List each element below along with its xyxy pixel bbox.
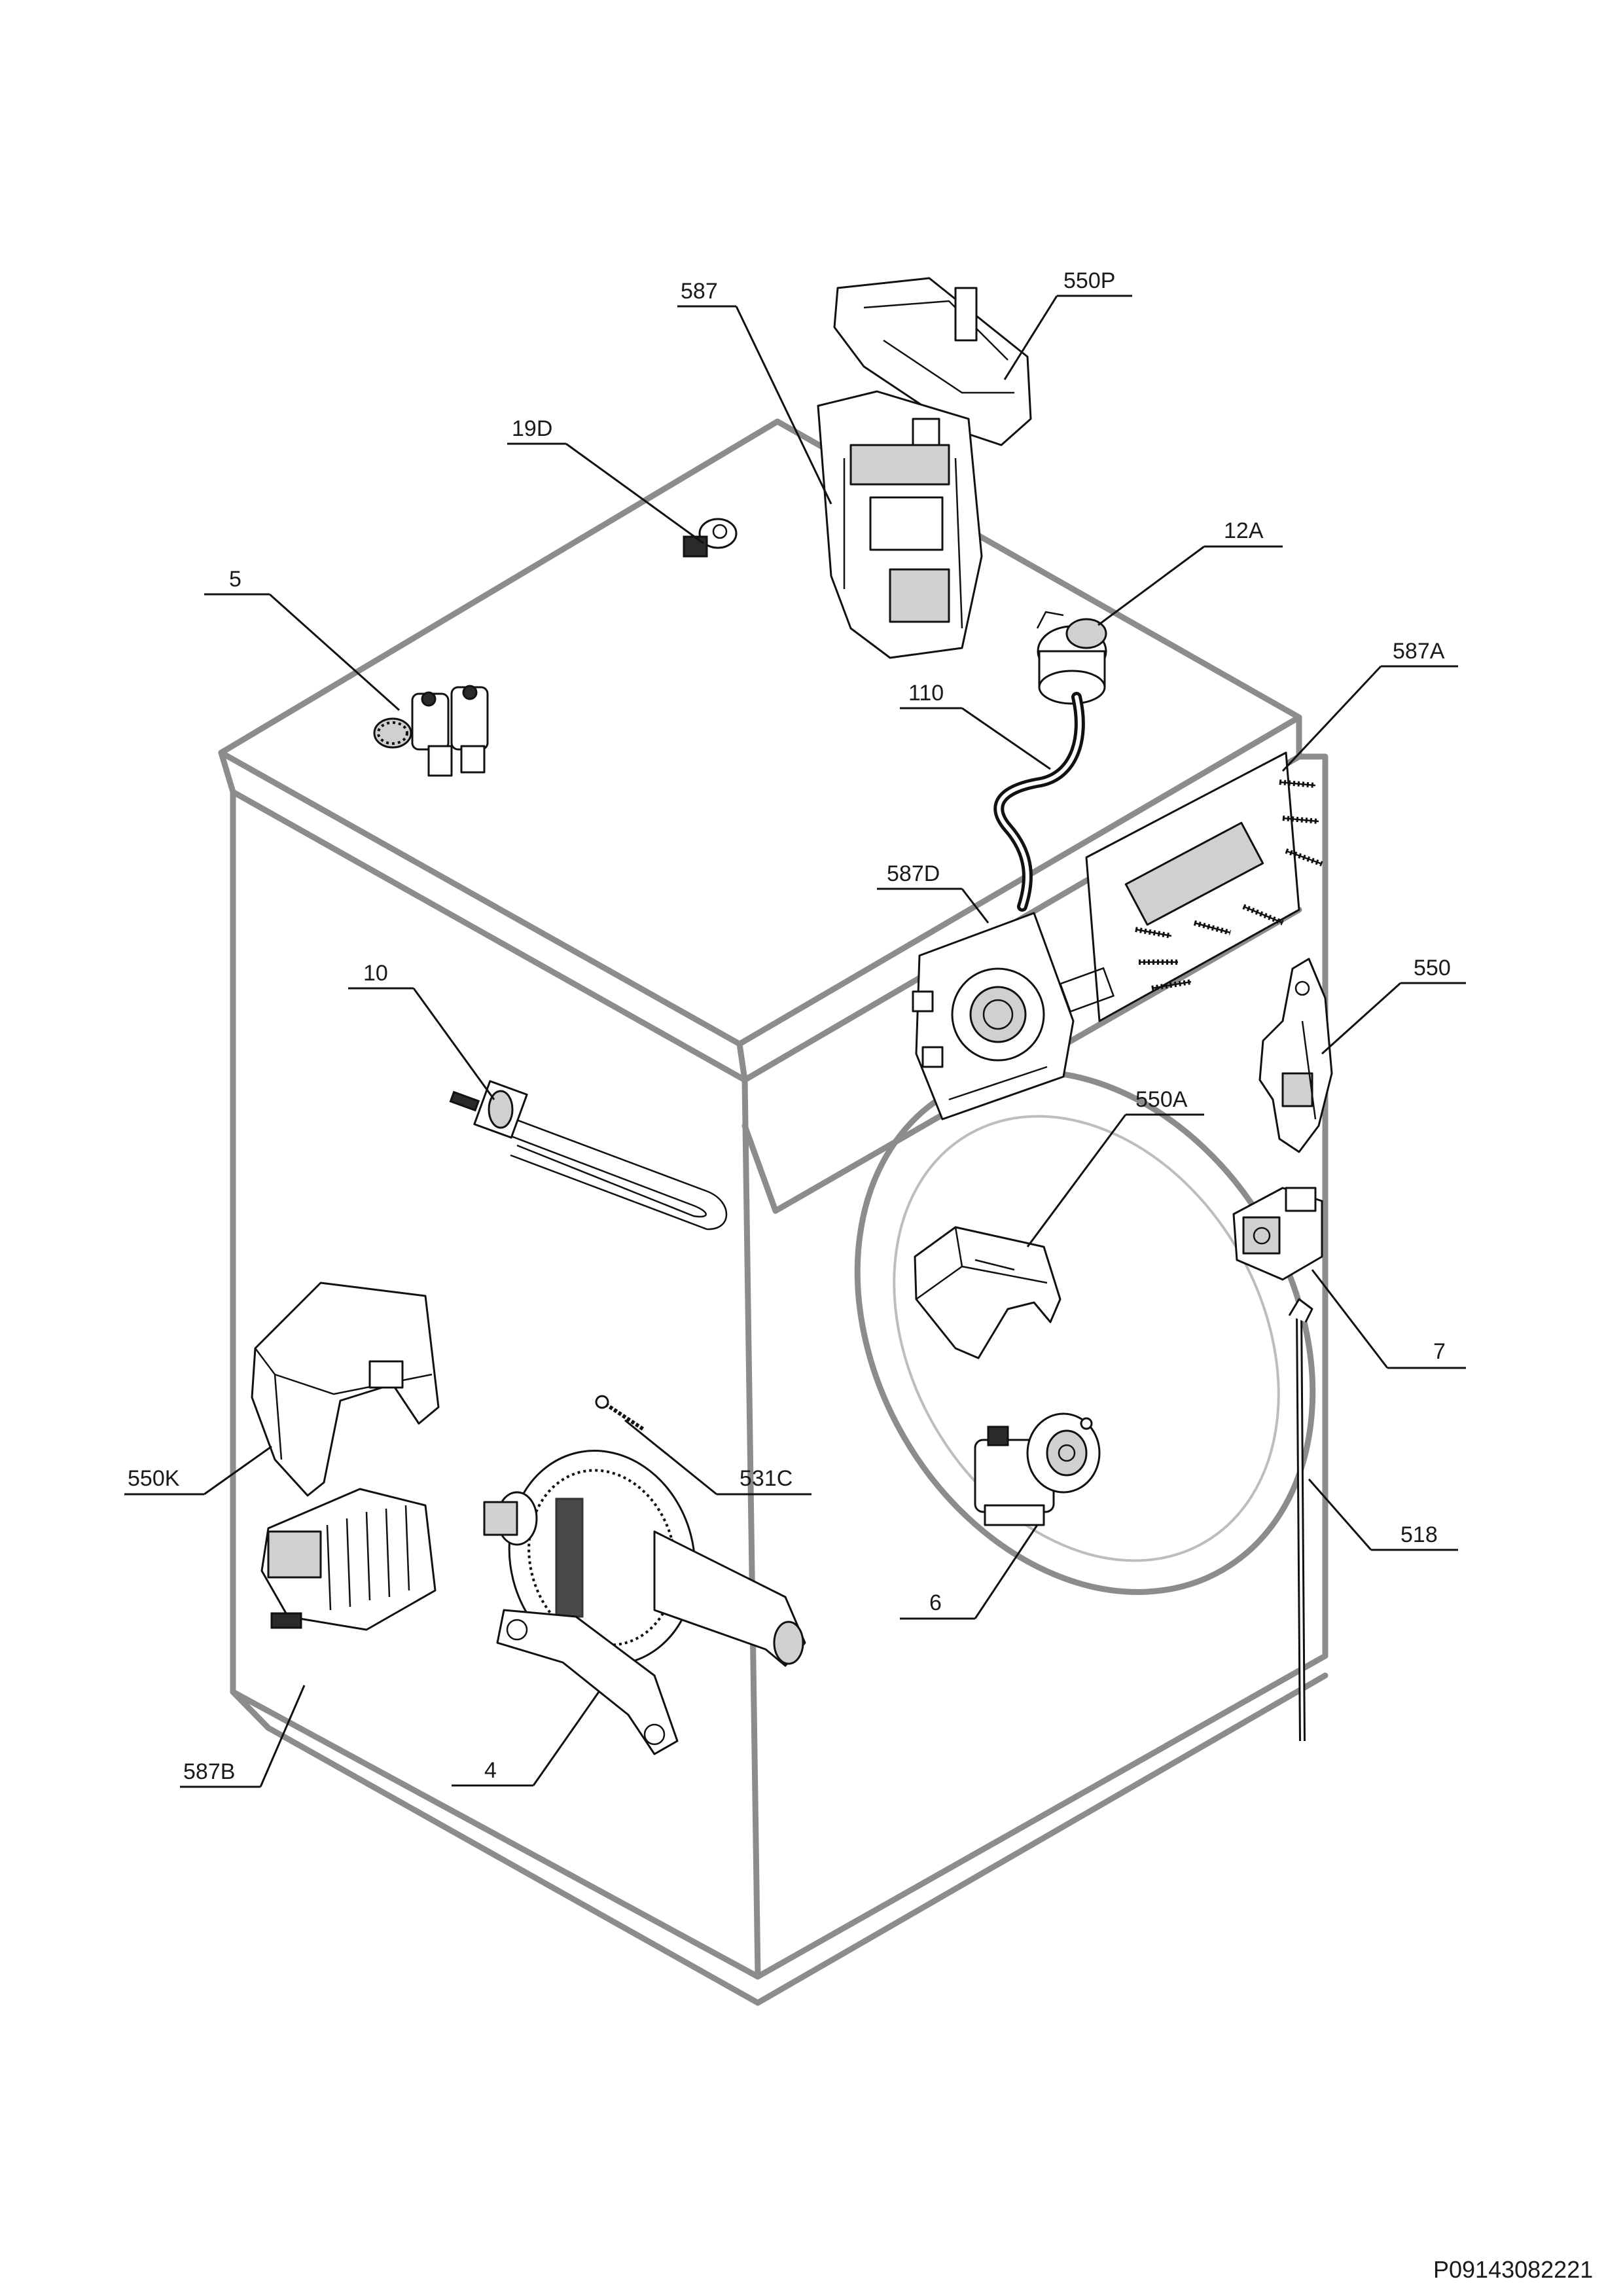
callout-550P: 550P [1063, 268, 1115, 293]
callout-4: 4 [484, 1758, 497, 1783]
part-550K-cover [251, 1282, 440, 1497]
part-6-drain-pump [974, 1412, 1101, 1526]
drawing-code: P09143082221 [1433, 2256, 1593, 2283]
callout-550: 550 [1414, 956, 1451, 980]
callout-110: 110 [908, 681, 944, 706]
part-7-door-lock [1232, 1187, 1323, 1281]
part-587D-selector-board [912, 912, 1075, 1121]
callout-7: 7 [1433, 1339, 1446, 1364]
callout-5: 5 [229, 567, 241, 592]
callout-587: 587 [681, 279, 718, 304]
part-531C-screw [595, 1395, 646, 1432]
part-587A-panel-board [1059, 751, 1323, 1022]
part-5-inlet-valve [373, 685, 489, 777]
callout-19D: 19D [512, 416, 552, 441]
part-587B-motor-board [260, 1488, 437, 1631]
callout-587D: 587D [887, 861, 940, 886]
callout-12A: 12A [1224, 518, 1264, 543]
callout-587B: 587B [183, 1759, 235, 1784]
part-550P-cover [833, 277, 1032, 446]
callout-518: 518 [1400, 1522, 1438, 1547]
cabinet-outline [218, 418, 1329, 2006]
part-19D-clip [683, 518, 738, 558]
callout-550K: 550K [128, 1466, 180, 1491]
part-4-motor [483, 1450, 806, 1755]
part-587-control-board [817, 390, 983, 659]
callout-550A: 550A [1135, 1087, 1188, 1112]
part-518-rod [1288, 1298, 1313, 1742]
part-10-heating-element [449, 1080, 728, 1230]
callouts: 587 550P 19D 12A 5 110 587A 587D 10 [124, 268, 1466, 1788]
part-550A-cover [914, 1226, 1061, 1359]
callout-531C: 531C [740, 1466, 793, 1491]
part-550-bracket [1258, 958, 1333, 1153]
part-12A-pressure-switch [1036, 611, 1107, 705]
callout-6: 6 [929, 1590, 942, 1615]
callout-587A: 587A [1393, 639, 1445, 664]
part-110-hose [993, 692, 1085, 912]
callout-10: 10 [363, 961, 388, 986]
